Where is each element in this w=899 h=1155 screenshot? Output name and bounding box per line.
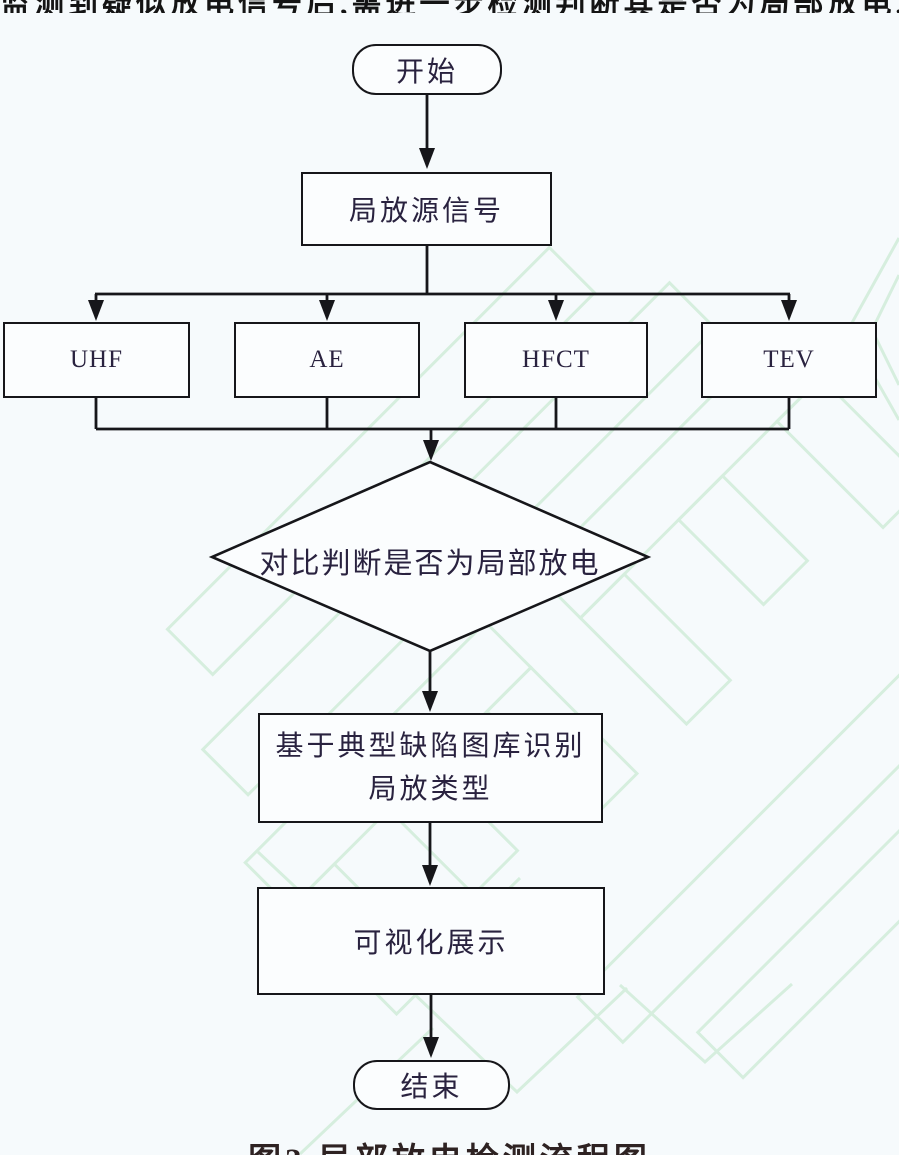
figure-caption-content: 图3 局部放电检测流程图: [0, 1141, 899, 1155]
sensor-node-ae: AE: [234, 322, 420, 398]
figure-caption-cropped: 图3 局部放电检测流程图: [0, 1141, 899, 1155]
sensor-label-tev: TEV: [763, 346, 815, 373]
identify-label: 基于典型缺陷图库识别 局放类型: [275, 725, 585, 812]
sensor-label-uhf: UHF: [69, 346, 123, 373]
sensor-label-hfct: HFCT: [522, 346, 590, 373]
sensor-node-hfct: HFCT: [464, 322, 648, 398]
end-node: 结束: [353, 1060, 510, 1110]
connector-source-to-sensors: [88, 246, 797, 321]
connector-identify-to-visualize: [422, 823, 438, 886]
visualize-node: 可视化展示: [257, 887, 605, 995]
identify-label-line1: 基于典型缺陷图库识别: [275, 730, 586, 762]
source-signal-node: 局放源信号: [301, 172, 552, 246]
identify-node: 基于典型缺陷图库识别 局放类型: [258, 713, 603, 823]
sensor-label-ae: AE: [309, 346, 345, 373]
flow-connectors: [88, 95, 797, 1058]
watermark-pattern: [165, 237, 899, 1155]
start-node: 开始: [352, 44, 502, 95]
end-label: 结束: [400, 1072, 463, 1103]
identify-label-line2: 局放类型: [368, 774, 493, 805]
visualize-label: 可视化展示: [353, 928, 509, 959]
connector-start-to-source: [419, 95, 435, 169]
top-text-cropped: 监测到疑似放电信号后,需进一步检测判断其是否为局部放电,检测流程如下图所示: [0, 0, 899, 13]
top-text-content: 监测到疑似放电信号后,需进一步检测判断其是否为局部放电,检测流程如下图所示: [0, 0, 899, 13]
sensor-node-uhf: UHF: [3, 322, 190, 398]
connector-visualize-to-end: [423, 995, 439, 1058]
connector-sensors-to-decision: [94, 398, 791, 461]
connector-decision-to-identify: [422, 651, 438, 712]
start-label: 开始: [395, 56, 458, 88]
decision-node-label: 对比判断是否为局部放电: [259, 548, 601, 580]
source-signal-label: 局放源信号: [348, 196, 504, 227]
sensor-node-tev: TEV: [701, 322, 877, 398]
